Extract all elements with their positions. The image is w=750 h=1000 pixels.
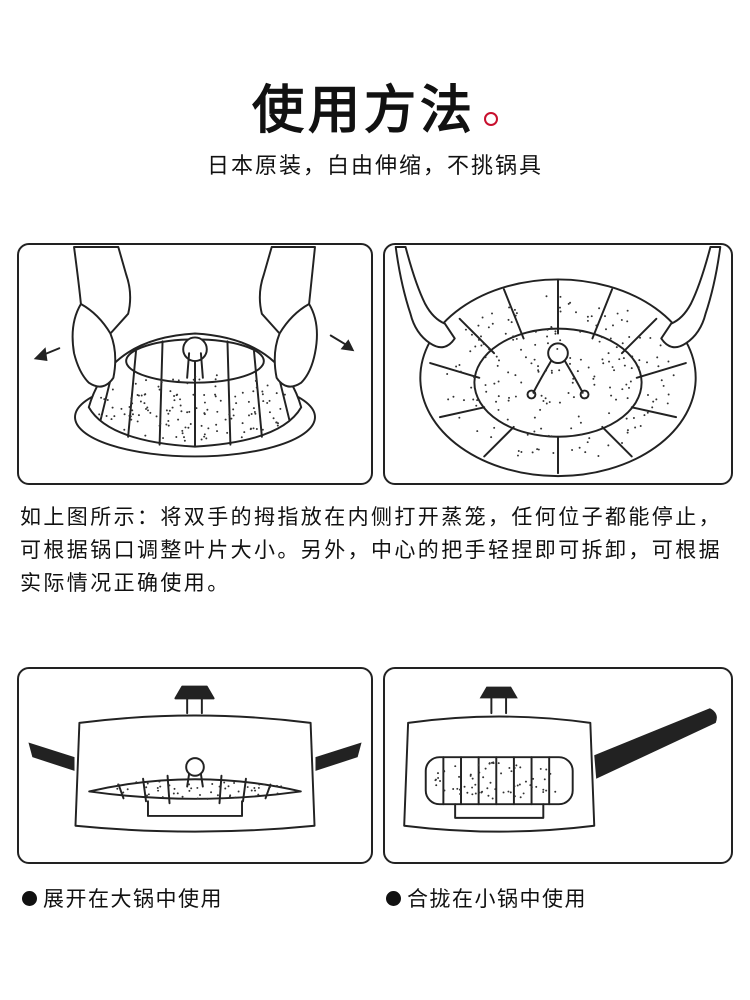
caption-small-pot-text: 合拢在小锅中使用 (407, 883, 587, 913)
bullet-icon (22, 891, 37, 906)
illustration-expanded-steamer (383, 243, 733, 485)
caption-small-pot: 合拢在小锅中使用 (386, 883, 587, 913)
caption-large-pot: 展开在大锅中使用 (22, 883, 223, 913)
title-area: 使用方法 (0, 68, 750, 143)
illustration-open-steamer (17, 243, 373, 485)
small-pot-drawing (385, 669, 731, 862)
page-title: 使用方法 (252, 68, 476, 143)
illustration-small-pot (383, 667, 733, 864)
page-subtitle: 日本原装，白由伸缩，不挑锅具 (0, 148, 750, 180)
open-steamer-drawing (19, 245, 371, 483)
expanded-steamer-drawing (385, 245, 731, 483)
illustration-large-pot (17, 667, 373, 864)
bullet-icon (386, 891, 401, 906)
large-pot-drawing (19, 669, 371, 862)
usage-description: 如上图所示：将双手的拇指放在内侧打开蒸笼，任何位子都能停止，可根据锅口调整叶片大… (20, 501, 735, 600)
title-circle-mark (484, 112, 498, 126)
caption-large-pot-text: 展开在大锅中使用 (43, 883, 223, 913)
